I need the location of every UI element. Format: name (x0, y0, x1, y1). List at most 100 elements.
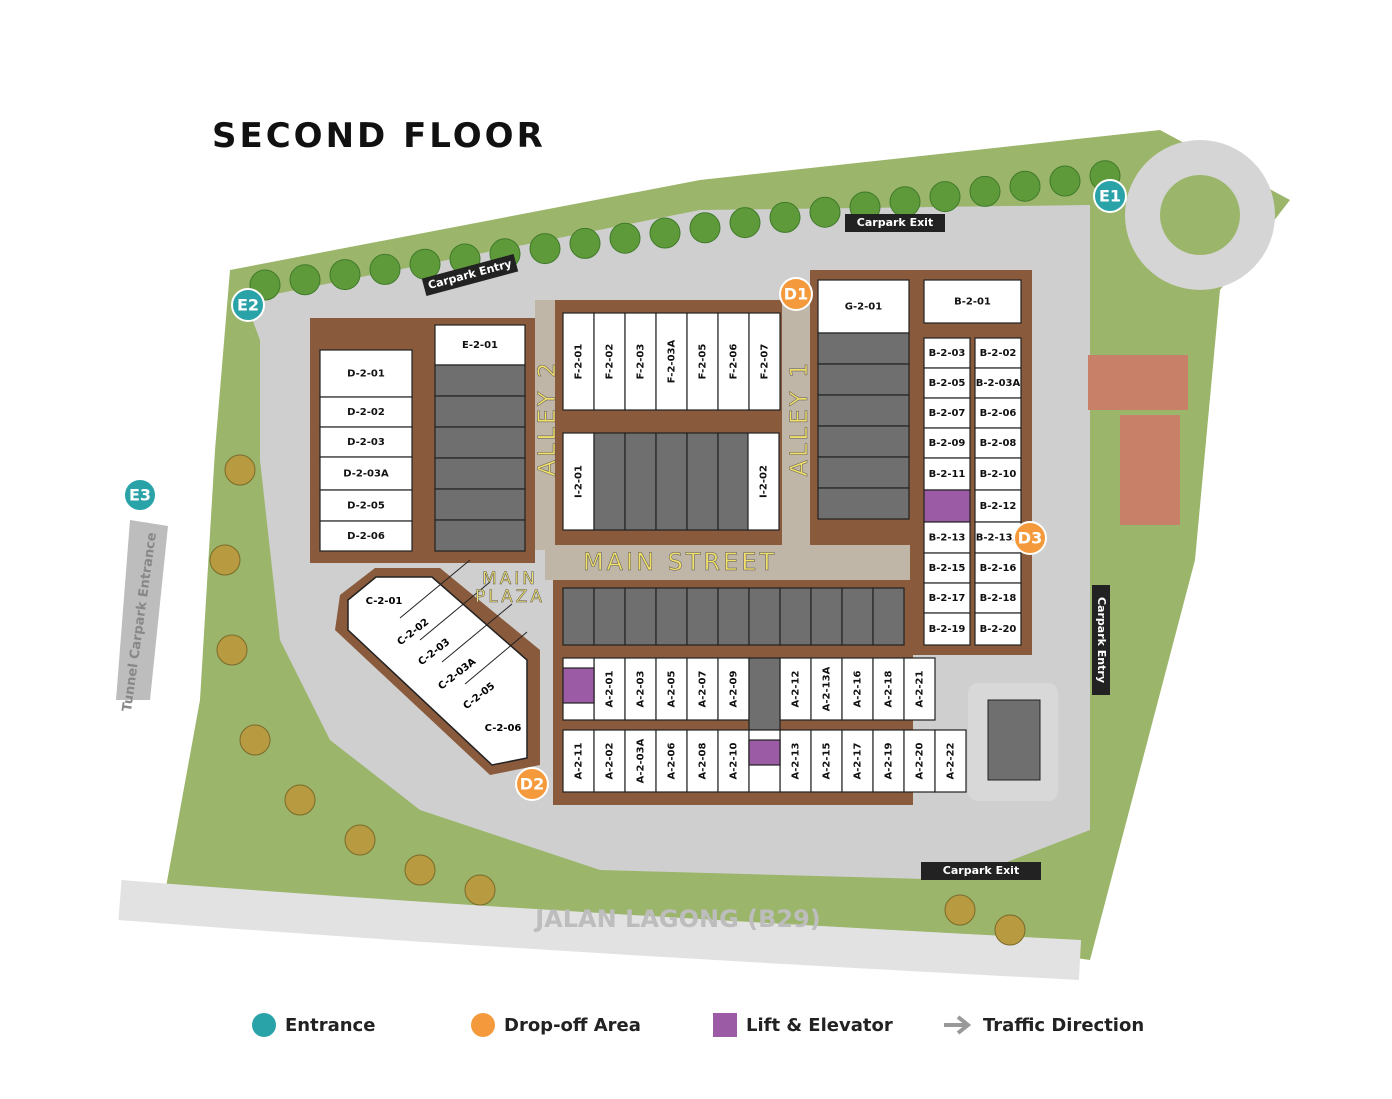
tree-icon (889, 186, 921, 218)
unit (817, 456, 910, 489)
unit (562, 667, 595, 704)
unit-label: B-2-17 (929, 593, 966, 604)
unit-label: D-2-06 (347, 531, 385, 542)
unit-label: A-2-03 (636, 671, 647, 708)
unit (686, 587, 719, 646)
unit (434, 426, 526, 459)
unit-label: B-2-03 (929, 348, 966, 359)
marker-label: D2 (520, 775, 544, 794)
unit: B-2-17 (923, 582, 971, 614)
unit-outline (434, 426, 526, 459)
unit-outline (841, 587, 874, 646)
unit-label: A-2-21 (915, 671, 926, 708)
unit (817, 332, 910, 365)
unit-outline (817, 332, 910, 365)
unit-outline (624, 312, 657, 411)
unit-label: B-2-10 (980, 469, 1017, 480)
unit (434, 395, 526, 428)
unit (717, 432, 750, 531)
unit-label: D-2-03 (347, 437, 385, 448)
unit (434, 364, 526, 397)
unit-outline (817, 487, 910, 520)
alley-2 (535, 300, 555, 550)
unit (562, 587, 595, 646)
tree-icon (329, 259, 361, 291)
unit: F-2-06 (717, 312, 750, 411)
main-street-label: MAIN STREET (583, 548, 777, 576)
unit-outline (593, 432, 626, 531)
unit: A-2-09 (717, 657, 750, 721)
unit-divider (441, 603, 513, 663)
unit: A-2-22 (934, 729, 967, 793)
unit (923, 489, 971, 523)
tree-icon (729, 207, 761, 239)
unit-outline (974, 582, 1022, 614)
unit-label: F-2-03 (636, 344, 647, 380)
unit: B-2-19 (923, 612, 971, 646)
sign: Carpark Exit (845, 214, 945, 232)
unit-outline (319, 520, 413, 552)
unit-outline (779, 729, 812, 793)
unit: A-2-13A (810, 657, 843, 721)
unit-label: B-2-06 (980, 408, 1017, 419)
tree-icon (289, 264, 321, 296)
unit: A-2-11 (562, 729, 595, 793)
tree-icon (1009, 170, 1041, 202)
unit: B-2-16 (974, 552, 1022, 584)
unit-outline (974, 337, 1022, 369)
unit (748, 657, 781, 731)
unit-label: D-2-01 (347, 369, 385, 380)
unit-label: B-2-13A (976, 533, 1021, 544)
unit-label: A-2-11 (574, 743, 585, 780)
tree-icon (404, 854, 436, 886)
carpark-exit-top-label: Carpark Exit (857, 216, 933, 229)
tunnel-ramp (116, 520, 168, 700)
unit (655, 432, 688, 531)
unit-outline (319, 349, 413, 398)
unit-outline (655, 312, 688, 411)
unit-label: B-2-03A (976, 378, 1021, 389)
unit-label: D-2-05 (347, 501, 385, 512)
legend-traffic: Traffic Direction (942, 1013, 1144, 1037)
unit-outline (923, 427, 971, 459)
unit: I-2-01 (562, 432, 595, 531)
unit-outline (624, 587, 657, 646)
unit: F-2-05 (686, 312, 719, 411)
carpark-exit-bottom-label: Carpark Exit (943, 864, 1019, 877)
unit-label: C-2-01 (366, 596, 403, 607)
unit-label: D-2-02 (347, 407, 385, 418)
alley-1 (782, 300, 810, 550)
unit: A-2-01 (593, 657, 626, 721)
unit-label: B-2-05 (929, 378, 966, 389)
unit: B-2-05 (923, 367, 971, 399)
unit-label: B-2-01 (954, 297, 991, 308)
unit-outline (923, 279, 1022, 324)
unit (817, 487, 910, 520)
lift-core (987, 699, 1041, 781)
unit: B-2-02 (974, 337, 1022, 369)
unit-label: B-2-15 (929, 563, 966, 574)
labels-layer: C-2-01C-2-02C-2-03C-2-03AC-2-05C-2-06Car… (120, 214, 1110, 933)
tree-icon (609, 222, 641, 254)
unit-outline (747, 432, 780, 531)
main-street (545, 545, 910, 580)
tree-icon (569, 227, 601, 259)
tree-icon (649, 217, 681, 249)
legend-label: Lift & Elevator (746, 1014, 893, 1036)
unit-outline (748, 312, 781, 411)
unit-label: F-2-01 (574, 344, 585, 380)
sign: Carpark Entry (1092, 585, 1110, 695)
dropoff-legend-icon (471, 1013, 495, 1037)
unit-label: B-2-20 (980, 624, 1017, 635)
unit-outline (434, 324, 526, 366)
tree-icon (284, 784, 316, 816)
unit-label: A-2-12 (791, 671, 802, 708)
unit-outline (974, 427, 1022, 459)
legend-label: Entrance (285, 1014, 376, 1036)
unit-outline (562, 312, 595, 411)
entrance-icon (123, 478, 157, 512)
unit: A-2-06 (655, 729, 688, 793)
jalan-lagong-road (118, 880, 1082, 980)
alley1-label: ALLEY 1 (785, 360, 813, 477)
